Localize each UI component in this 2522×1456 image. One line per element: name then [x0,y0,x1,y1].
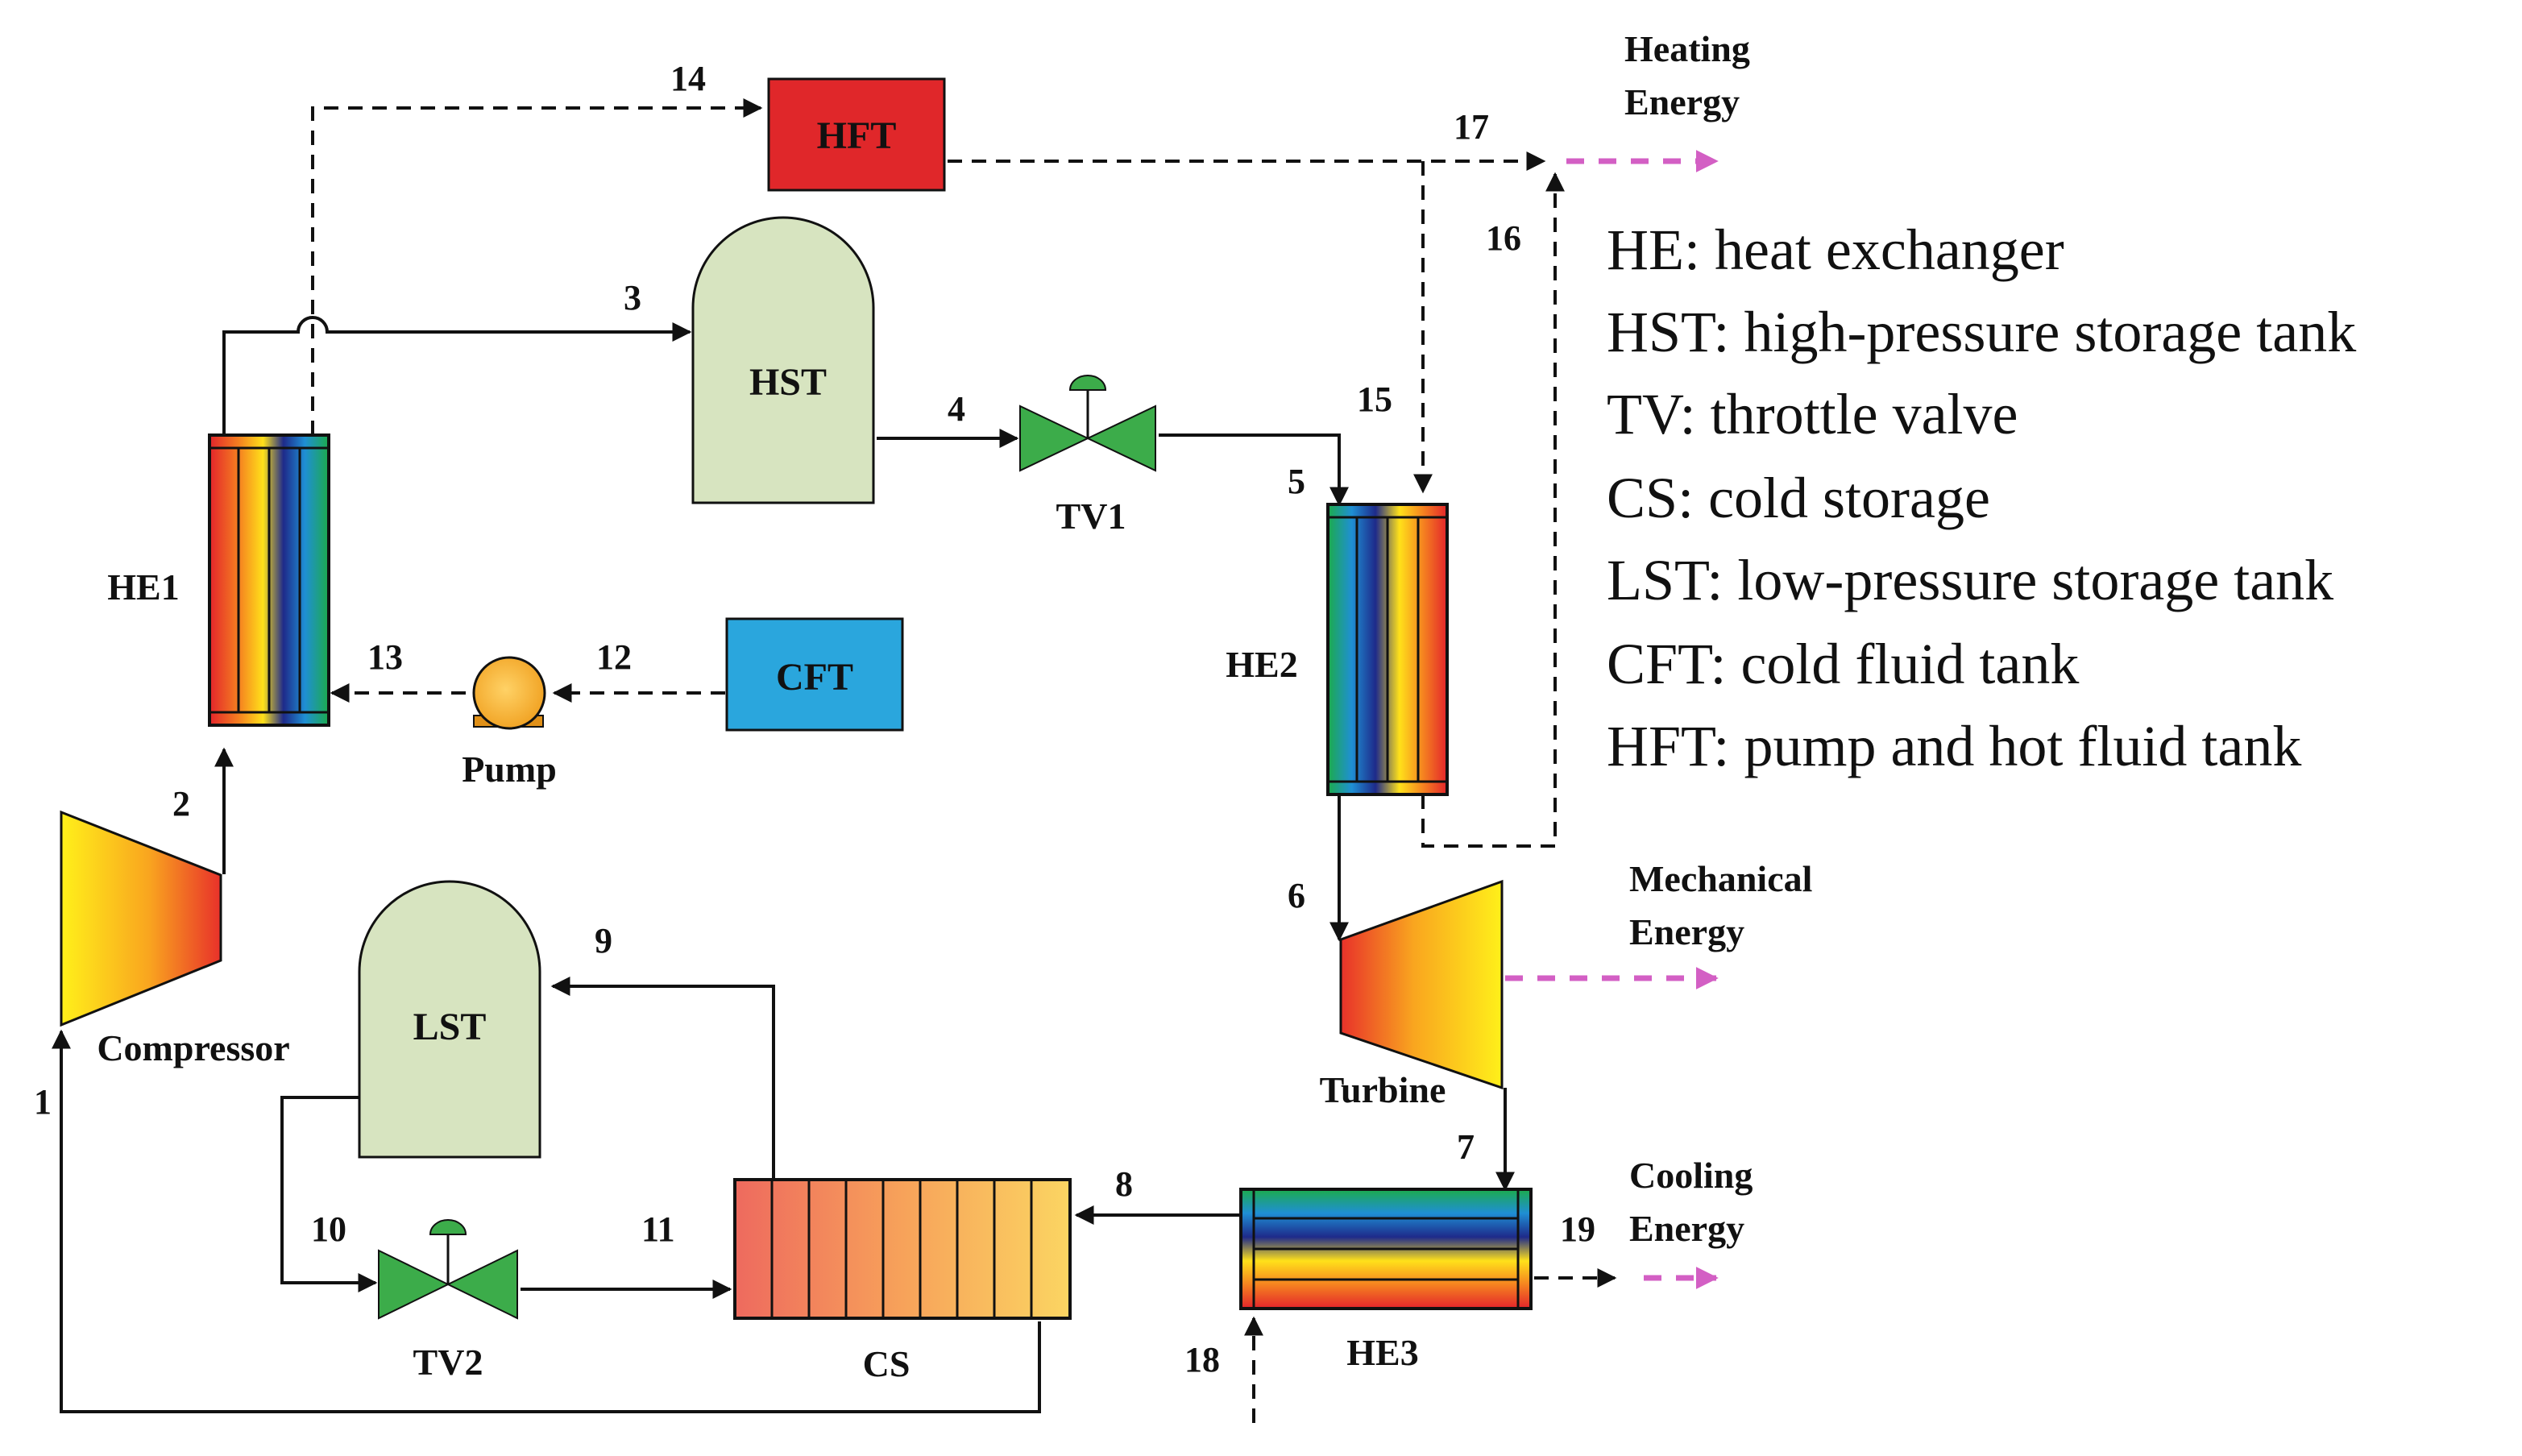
stream-label-10: 10 [311,1209,346,1249]
stream-label-9: 9 [595,921,612,960]
compressor-unit [60,810,222,1027]
pump-unit [472,656,546,730]
stream-1-pipe [52,1029,1041,1413]
legend-item-hst: HST: high-pressure storage tank [1607,300,2356,364]
hft-label: HFT [817,114,897,157]
stream-label-15: 15 [1357,380,1392,419]
heating-energy-label-line2: Energy [1624,81,1740,122]
abbreviation-legend: HE: heat exchanger HST: high-pressure st… [1607,218,2356,778]
stream-label-3: 3 [624,278,641,317]
dashed-pipes [311,98,1565,1423]
tv1-valve [1019,375,1156,472]
cooling-energy-label-line2: Energy [1629,1208,1744,1249]
stream-10-pipe [280,1096,378,1292]
stream-numbers: 1 2 3 4 5 6 7 8 9 10 11 12 13 14 15 16 1… [34,59,1595,1379]
cft-label: CFT [776,656,853,699]
hst-tank [691,216,875,504]
stream-label-18: 18 [1184,1340,1220,1379]
stream-5-pipe [1159,433,1349,507]
cs-label: CS [863,1343,910,1384]
tv1-label: TV1 [1056,496,1126,537]
he3-label: HE3 [1346,1332,1418,1373]
legend-item-cft: CFT: cold fluid tank [1607,632,2079,696]
stream-label-12: 12 [596,637,632,677]
legend-item-tv: TV: throttle valve [1607,382,2018,446]
stream-label-14: 14 [670,59,706,98]
stream-label-19: 19 [1560,1209,1595,1249]
stream-label-16: 16 [1486,218,1521,258]
cooling-energy-label-line1: Cooling [1629,1155,1753,1196]
he1-heat-exchanger [208,433,330,727]
turbine-unit [1339,879,1504,1090]
stream-label-5: 5 [1288,462,1305,501]
stream-label-2: 2 [172,784,190,823]
legend-item-hft: HFT: pump and hot fluid tank [1607,714,2301,778]
lst-label: LST [413,1006,487,1048]
energy-arrows [1505,150,1719,1289]
tv2-valve [378,1219,518,1320]
mechanical-energy-label-line2: Energy [1629,911,1744,952]
mechanical-energy-label-line1: Mechanical [1629,858,1812,899]
compressor-label: Compressor [97,1027,289,1068]
legend-item-cs: CS: cold storage [1607,466,1990,530]
stream-14-pipe [311,98,763,435]
stream-label-13: 13 [367,637,403,677]
cs-cold-storage [733,1178,1072,1320]
heating-energy-label-line1: Heating [1624,28,1750,69]
energy-labels: Heating Energy Mechanical Energy Cooling… [1624,28,1812,1249]
stream-16-pipe [1421,172,1565,848]
he2-heat-exchanger [1326,503,1449,796]
stream-3-pipe [222,316,692,435]
he3-heat-exchanger [1239,1188,1533,1310]
hst-label: HST [749,361,827,404]
legend-item-lst: LST: low-pressure storage tank [1607,548,2333,612]
stream-label-11: 11 [641,1209,675,1249]
stream-label-7: 7 [1457,1127,1475,1167]
cft-tank [725,617,904,732]
stream-label-6: 6 [1288,876,1305,915]
component-labels: HFT CFT HST LST HE1 HE2 HE3 TV1 TV2 CS P… [97,114,1446,1384]
hft-tank [767,77,946,192]
stream-label-17: 17 [1454,107,1489,147]
solid-pipes [52,316,1617,1413]
legend-item-he: HE: heat exchanger [1607,218,2064,282]
pump-label: Pump [462,749,557,790]
tv2-label: TV2 [413,1342,483,1383]
he1-label: HE1 [107,566,179,608]
stream-9-pipe [550,977,775,1178]
stream-label-4: 4 [948,389,965,429]
lst-tank [358,880,541,1159]
he2-label: HE2 [1226,644,1297,685]
stream-label-1: 1 [34,1082,52,1122]
stream-label-8: 8 [1115,1164,1133,1204]
turbine-label: Turbine [1320,1069,1446,1110]
